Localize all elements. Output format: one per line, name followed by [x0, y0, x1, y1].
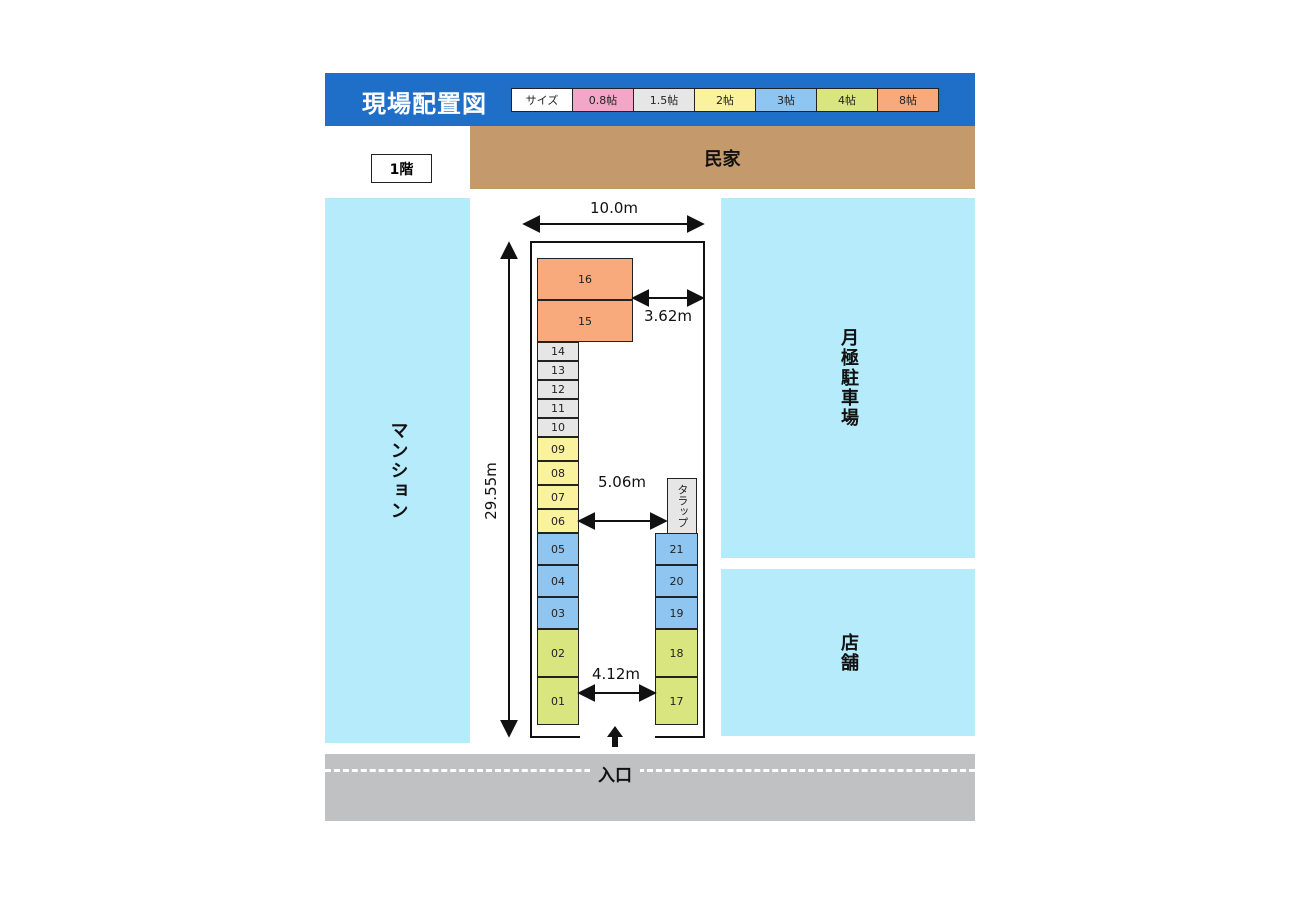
storage-unit-01[interactable]: 01	[537, 677, 579, 725]
dimension-top-gap-label: 3.62m	[644, 307, 693, 325]
tarp-stairs: タラップ	[667, 478, 697, 534]
shop-block: 店舗	[721, 569, 975, 736]
parking-block: 月極駐車場	[721, 198, 975, 558]
storage-unit-19[interactable]: 19	[655, 597, 698, 629]
storage-unit-16[interactable]: 16	[537, 258, 633, 300]
legend-item-1-5: 1.5帖	[634, 89, 695, 111]
storage-unit-04[interactable]: 04	[537, 565, 579, 597]
storage-unit-20[interactable]: 20	[655, 565, 698, 597]
entrance-label: 入口	[590, 762, 640, 786]
storage-unit-09[interactable]: 09	[537, 437, 579, 461]
road	[325, 754, 975, 821]
storage-unit-05[interactable]: 05	[537, 533, 579, 565]
shop-label: 店舗	[838, 632, 859, 673]
storage-unit-18[interactable]: 18	[655, 629, 698, 677]
storage-unit-02[interactable]: 02	[537, 629, 579, 677]
storage-unit-15[interactable]: 15	[537, 300, 633, 342]
dimension-height-label: 29.55m	[478, 462, 503, 520]
legend-item-8: 8帖	[878, 89, 938, 111]
storage-unit-12[interactable]: 12	[537, 380, 579, 399]
storage-unit-17[interactable]: 17	[655, 677, 698, 725]
size-legend: サイズ 0.8帖 1.5帖 2帖 3帖 4帖 8帖	[511, 88, 939, 112]
legend-item-2: 2帖	[695, 89, 756, 111]
legend-item-0-8: 0.8帖	[573, 89, 634, 111]
dimension-height-text: 29.55m	[481, 462, 500, 520]
legend-item-header: サイズ	[512, 89, 573, 111]
road-center-line	[325, 769, 975, 772]
dimension-width-label: 10.0m	[590, 199, 639, 217]
tarp-label: タラップ	[676, 484, 689, 528]
mansion-label: マンション	[387, 420, 409, 521]
mansion-block: マンション	[325, 198, 470, 743]
page-title: 現場配置図	[362, 90, 487, 118]
legend-item-4: 4帖	[817, 89, 878, 111]
storage-unit-13[interactable]: 13	[537, 361, 579, 380]
neighbor-house: 民家	[470, 126, 975, 189]
storage-unit-07[interactable]: 07	[537, 485, 579, 509]
legend-item-3: 3帖	[756, 89, 817, 111]
storage-unit-03[interactable]: 03	[537, 597, 579, 629]
dimension-mid-gap-label: 5.06m	[598, 473, 647, 491]
storage-unit-06[interactable]: 06	[537, 509, 579, 533]
dimension-bottom-gap-label: 4.12m	[592, 665, 641, 683]
storage-unit-10[interactable]: 10	[537, 418, 579, 437]
entrance-arrow-icon	[607, 726, 623, 747]
storage-unit-14[interactable]: 14	[537, 342, 579, 361]
floor-label: 1階	[371, 154, 432, 183]
parking-label: 月極駐車場	[838, 328, 859, 428]
storage-unit-11[interactable]: 11	[537, 399, 579, 418]
storage-unit-21[interactable]: 21	[655, 533, 698, 565]
storage-unit-08[interactable]: 08	[537, 461, 579, 485]
